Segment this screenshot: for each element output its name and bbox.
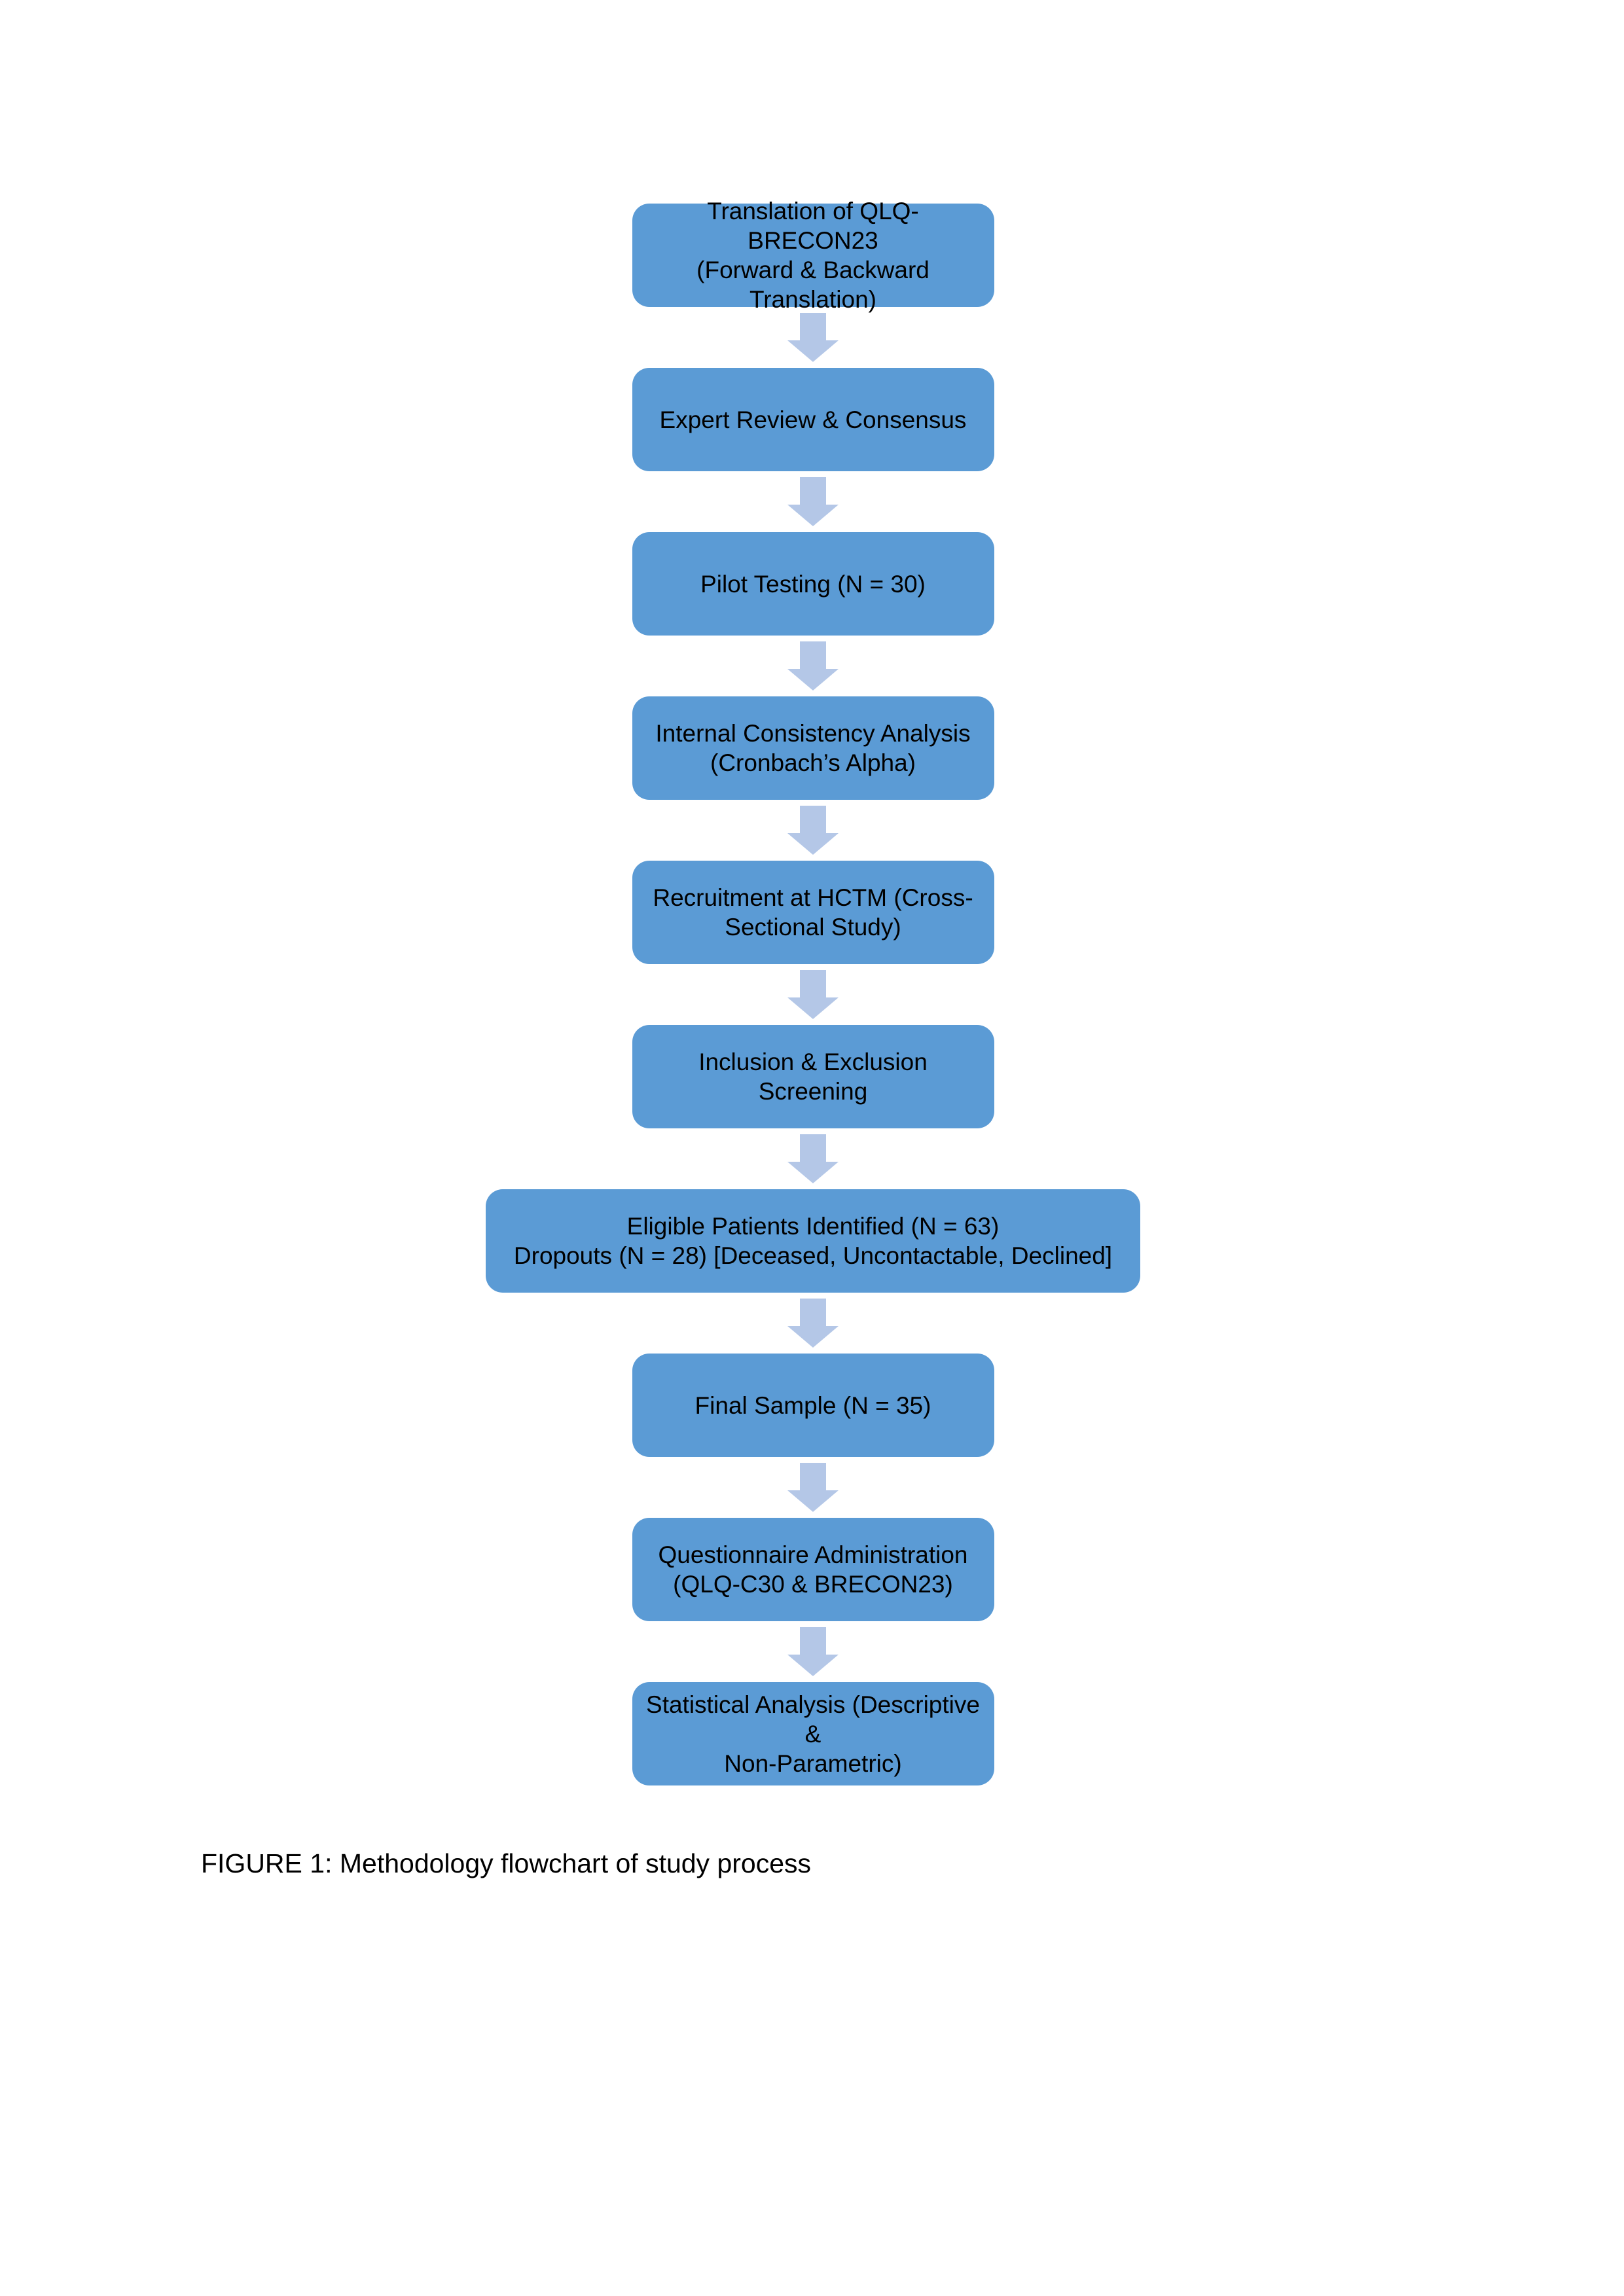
flow-step-label: Inclusion & Exclusion Screening xyxy=(698,1049,928,1105)
arrow-head xyxy=(787,1326,839,1348)
flow-step-screening: Inclusion & Exclusion Screening xyxy=(632,1025,994,1128)
flow-step-label: Final Sample (N = 35) xyxy=(695,1391,931,1419)
flow-step-internal-consistency: Internal Consistency Analysis (Cronbach’… xyxy=(632,696,994,800)
flow-step-translation: Translation of QLQ-BRECON23 (Forward & B… xyxy=(632,198,994,313)
down-arrow-icon xyxy=(787,964,839,1025)
down-arrow-icon xyxy=(787,636,839,696)
flow-step-label: Questionnaire Administration (QLQ-C30 & … xyxy=(658,1541,968,1598)
arrow-head xyxy=(787,505,839,526)
arrow-head xyxy=(787,833,839,855)
arrow-head xyxy=(787,340,839,362)
arrow-stem xyxy=(800,1134,826,1162)
flow-step-questionnaire: Questionnaire Administration (QLQ-C30 & … xyxy=(632,1518,994,1621)
down-arrow-icon xyxy=(787,800,839,861)
arrow-stem xyxy=(800,1627,826,1655)
down-arrow-icon xyxy=(787,307,839,368)
arrow-head xyxy=(787,669,839,691)
arrow-stem xyxy=(800,313,826,340)
arrow-stem xyxy=(800,477,826,505)
flow-step-label: Expert Review & Consensus xyxy=(659,406,967,433)
arrow-stem xyxy=(800,970,826,997)
methodology-flowchart: Translation of QLQ-BRECON23 (Forward & B… xyxy=(486,198,1140,1785)
flow-step-label: Eligible Patients Identified (N = 63) Dr… xyxy=(513,1213,1113,1269)
flow-step-label: Translation of QLQ-BRECON23 (Forward & B… xyxy=(696,198,929,313)
down-arrow-icon xyxy=(787,1128,839,1189)
flow-step-label: Statistical Analysis (Descriptive & Non-… xyxy=(646,1691,980,1777)
flow-step-final-sample: Final Sample (N = 35) xyxy=(632,1354,994,1457)
down-arrow-icon xyxy=(787,471,839,532)
down-arrow-icon xyxy=(787,1457,839,1518)
arrow-stem xyxy=(800,1463,826,1490)
arrow-head xyxy=(787,1162,839,1183)
flow-step-statistical-analysis: Statistical Analysis (Descriptive & Non-… xyxy=(632,1682,994,1785)
flow-step-label: Recruitment at HCTM (Cross- Sectional St… xyxy=(653,884,973,941)
flow-step-label: Pilot Testing (N = 30) xyxy=(700,570,926,598)
flow-step-expert-review: Expert Review & Consensus xyxy=(632,368,994,471)
arrow-stem xyxy=(800,1299,826,1326)
arrow-stem xyxy=(800,806,826,833)
down-arrow-icon xyxy=(787,1293,839,1354)
arrow-head xyxy=(787,1655,839,1676)
flow-step-pilot-testing: Pilot Testing (N = 30) xyxy=(632,532,994,636)
arrow-stem xyxy=(800,641,826,669)
figure-caption: FIGURE 1: Methodology flowchart of study… xyxy=(201,1848,812,1878)
arrow-head xyxy=(787,997,839,1019)
flow-step-label: Internal Consistency Analysis (Cronbach’… xyxy=(655,720,971,776)
arrow-head xyxy=(787,1490,839,1512)
flow-step-recruitment: Recruitment at HCTM (Cross- Sectional St… xyxy=(632,861,994,964)
down-arrow-icon xyxy=(787,1621,839,1682)
flow-step-eligible-patients: Eligible Patients Identified (N = 63) Dr… xyxy=(486,1189,1140,1293)
